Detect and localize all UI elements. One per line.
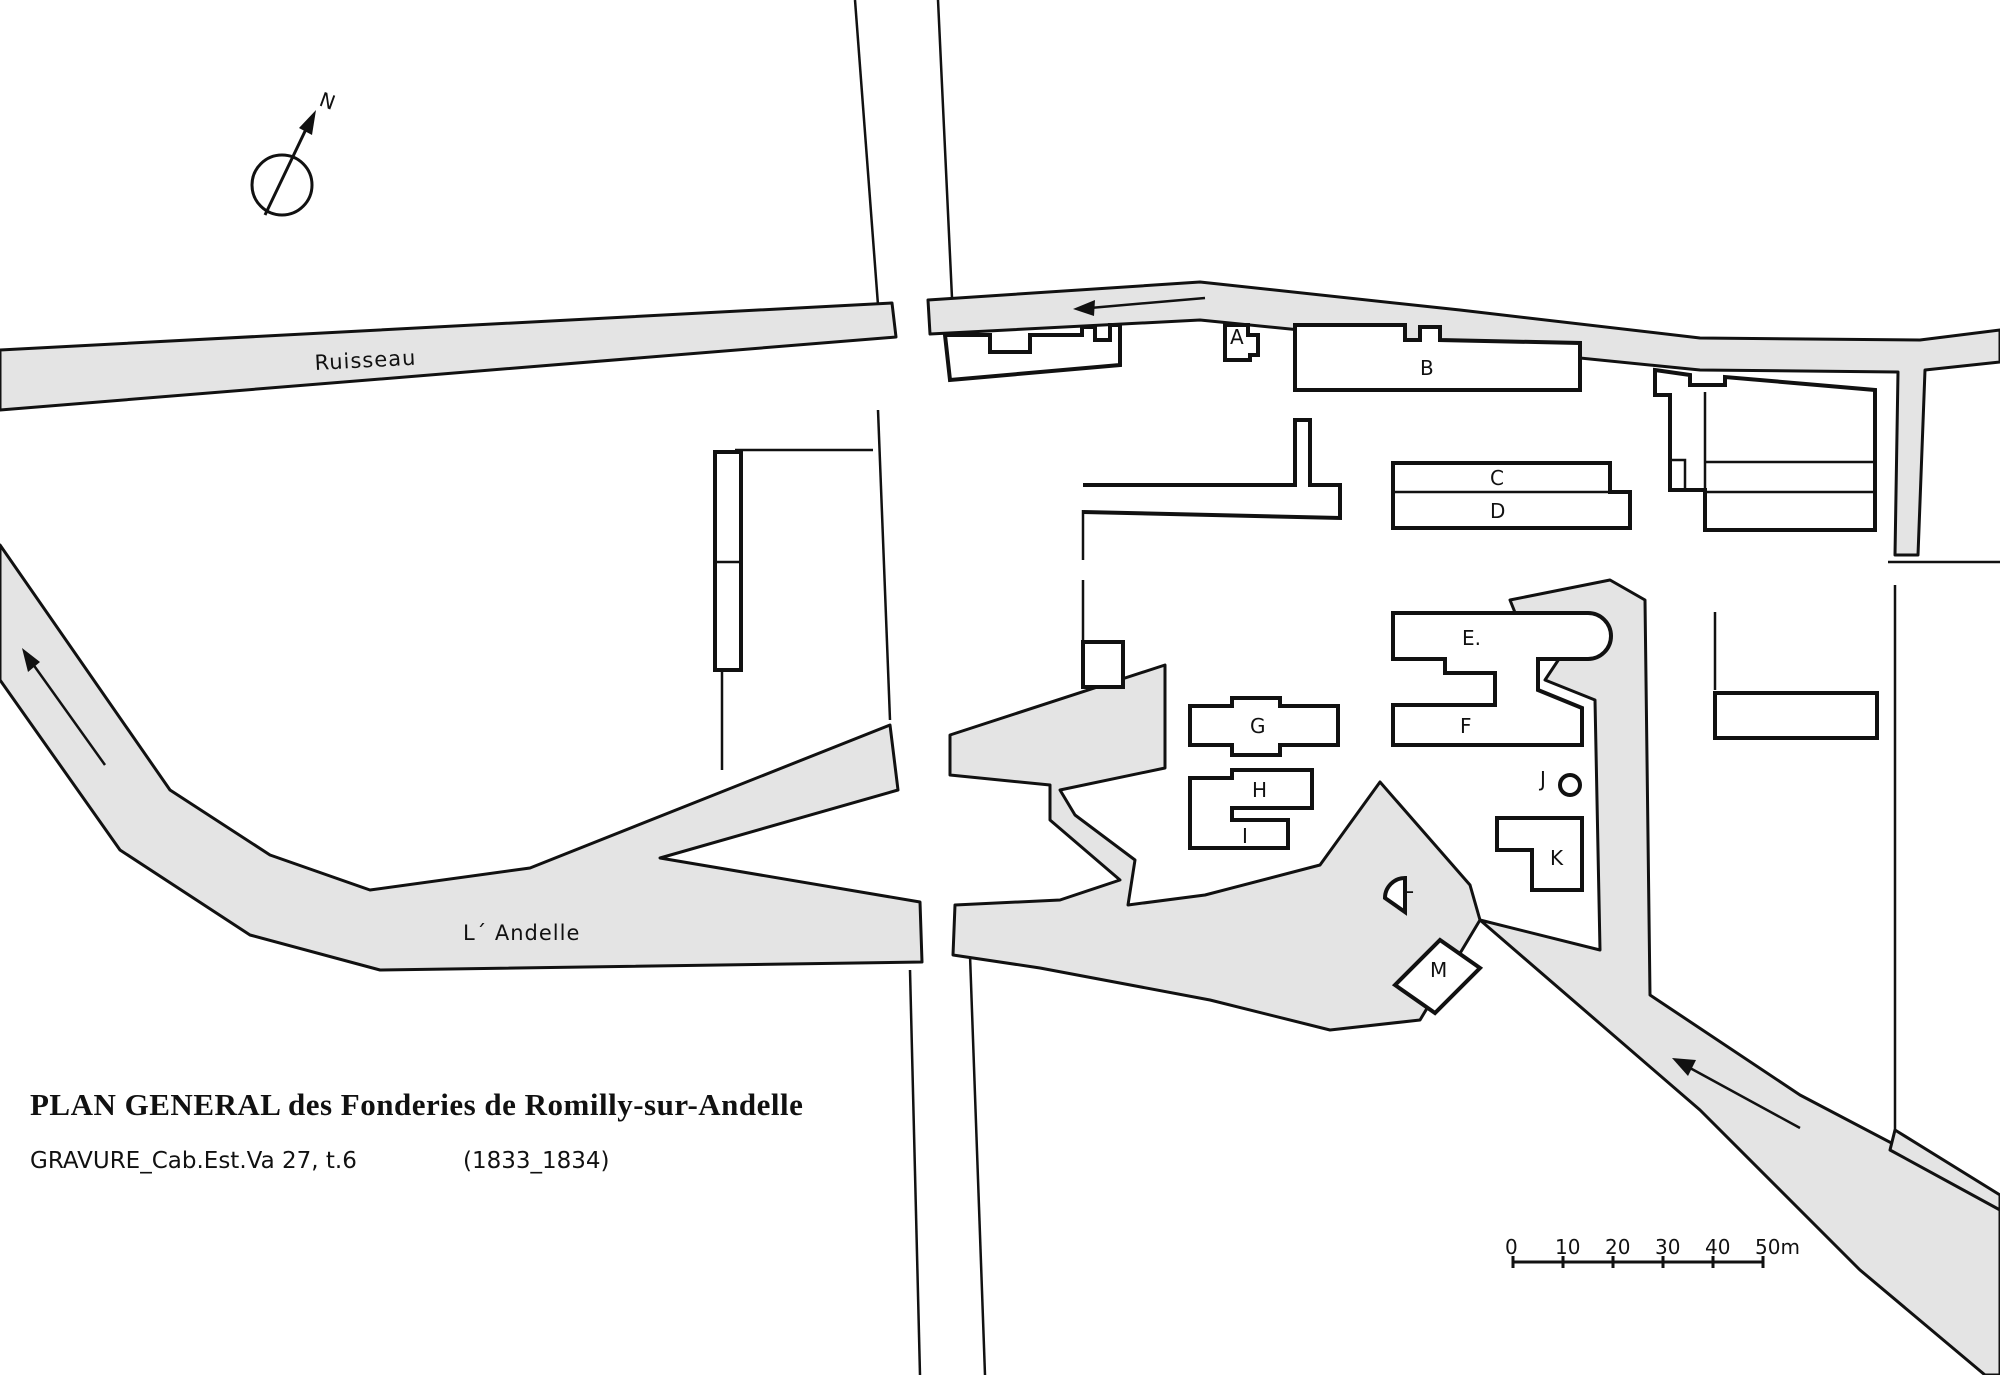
scale-bar-label: 30 [1655, 1235, 1680, 1259]
ruisseau-label: Ruisseau [314, 346, 417, 375]
map-title: PLAN GENERAL des Fonderies de Romilly-su… [30, 1087, 803, 1122]
buildings [713, 323, 1879, 1016]
road-right-edge-upper [936, 0, 954, 299]
map-subtitle: GRAVURE_Cab.Est.Va 27, t.6 [30, 1148, 357, 1174]
ruisseau-stream-west [0, 301, 898, 412]
building-east-lower [1713, 691, 1879, 740]
label-K: K [1550, 846, 1564, 870]
label-I: I [1242, 824, 1248, 848]
north-arrow-circle [250, 153, 314, 217]
label-H: H [1252, 778, 1267, 802]
building-L [1382, 875, 1407, 916]
andelle-label: L´ Andelle [463, 921, 580, 945]
water-features [0, 280, 2000, 1375]
scale-bar-label: 40 [1705, 1235, 1730, 1259]
building-EF [1391, 611, 1613, 747]
scale-bar-label: 0 [1505, 1235, 1518, 1259]
north-arrow-shaft [263, 124, 310, 216]
road-right-edge-lower [968, 954, 987, 1375]
canal-east-branch [1888, 1128, 2000, 1212]
building-HI [1188, 768, 1314, 850]
andelle-flow-arrow [22, 648, 40, 672]
building-K [1495, 816, 1584, 892]
building-long-west [1082, 418, 1342, 521]
label-D: D [1490, 499, 1505, 523]
label-M: M [1430, 958, 1447, 982]
building-small-square [1081, 640, 1125, 689]
label-E: E. [1462, 626, 1481, 650]
building-G [1188, 696, 1340, 757]
scale-bar-label: 10 [1555, 1235, 1580, 1259]
road-left-edge-upper [853, 0, 880, 306]
north-arrow-label: N [316, 87, 338, 115]
north-arrow: N [250, 87, 339, 217]
label-C: C [1490, 466, 1504, 490]
scale-bar: 0 10 20 30 40 50m [1505, 1235, 1800, 1268]
ne-complex-divider-4 [1670, 458, 1687, 490]
flow-arrows [22, 296, 1801, 1130]
ruisseau-flow-arrow [1073, 300, 1095, 316]
canal-flow-arrow [1672, 1058, 1696, 1076]
label-J: J [1538, 767, 1546, 791]
road-lines [720, 0, 2000, 1375]
building-CD [1391, 461, 1632, 530]
label-A: A [1230, 325, 1244, 349]
andelle-river-west [0, 543, 924, 972]
building-B [1293, 323, 1582, 392]
label-B: B [1420, 356, 1434, 380]
label-L: L [1402, 874, 1414, 898]
road-left-edge-lower [908, 969, 922, 1375]
building-north-west [942, 323, 1122, 383]
north-arrow-head [299, 110, 316, 135]
building-A [1223, 323, 1260, 362]
map-dates: (1833_1834) [463, 1148, 610, 1174]
building-north-east-complex [1653, 367, 1877, 532]
label-F: F [1460, 714, 1472, 738]
building-J [1558, 773, 1582, 797]
building-labels: A B C D E. F G H I J K L M [1230, 325, 1564, 982]
label-G: G [1250, 714, 1266, 738]
building-M [1391, 937, 1484, 1016]
road-left-edge-mid [876, 409, 892, 721]
scale-bar-label: 50m [1755, 1235, 1800, 1259]
scale-bar-label: 20 [1605, 1235, 1630, 1259]
canal-north-east [1478, 578, 2000, 1375]
